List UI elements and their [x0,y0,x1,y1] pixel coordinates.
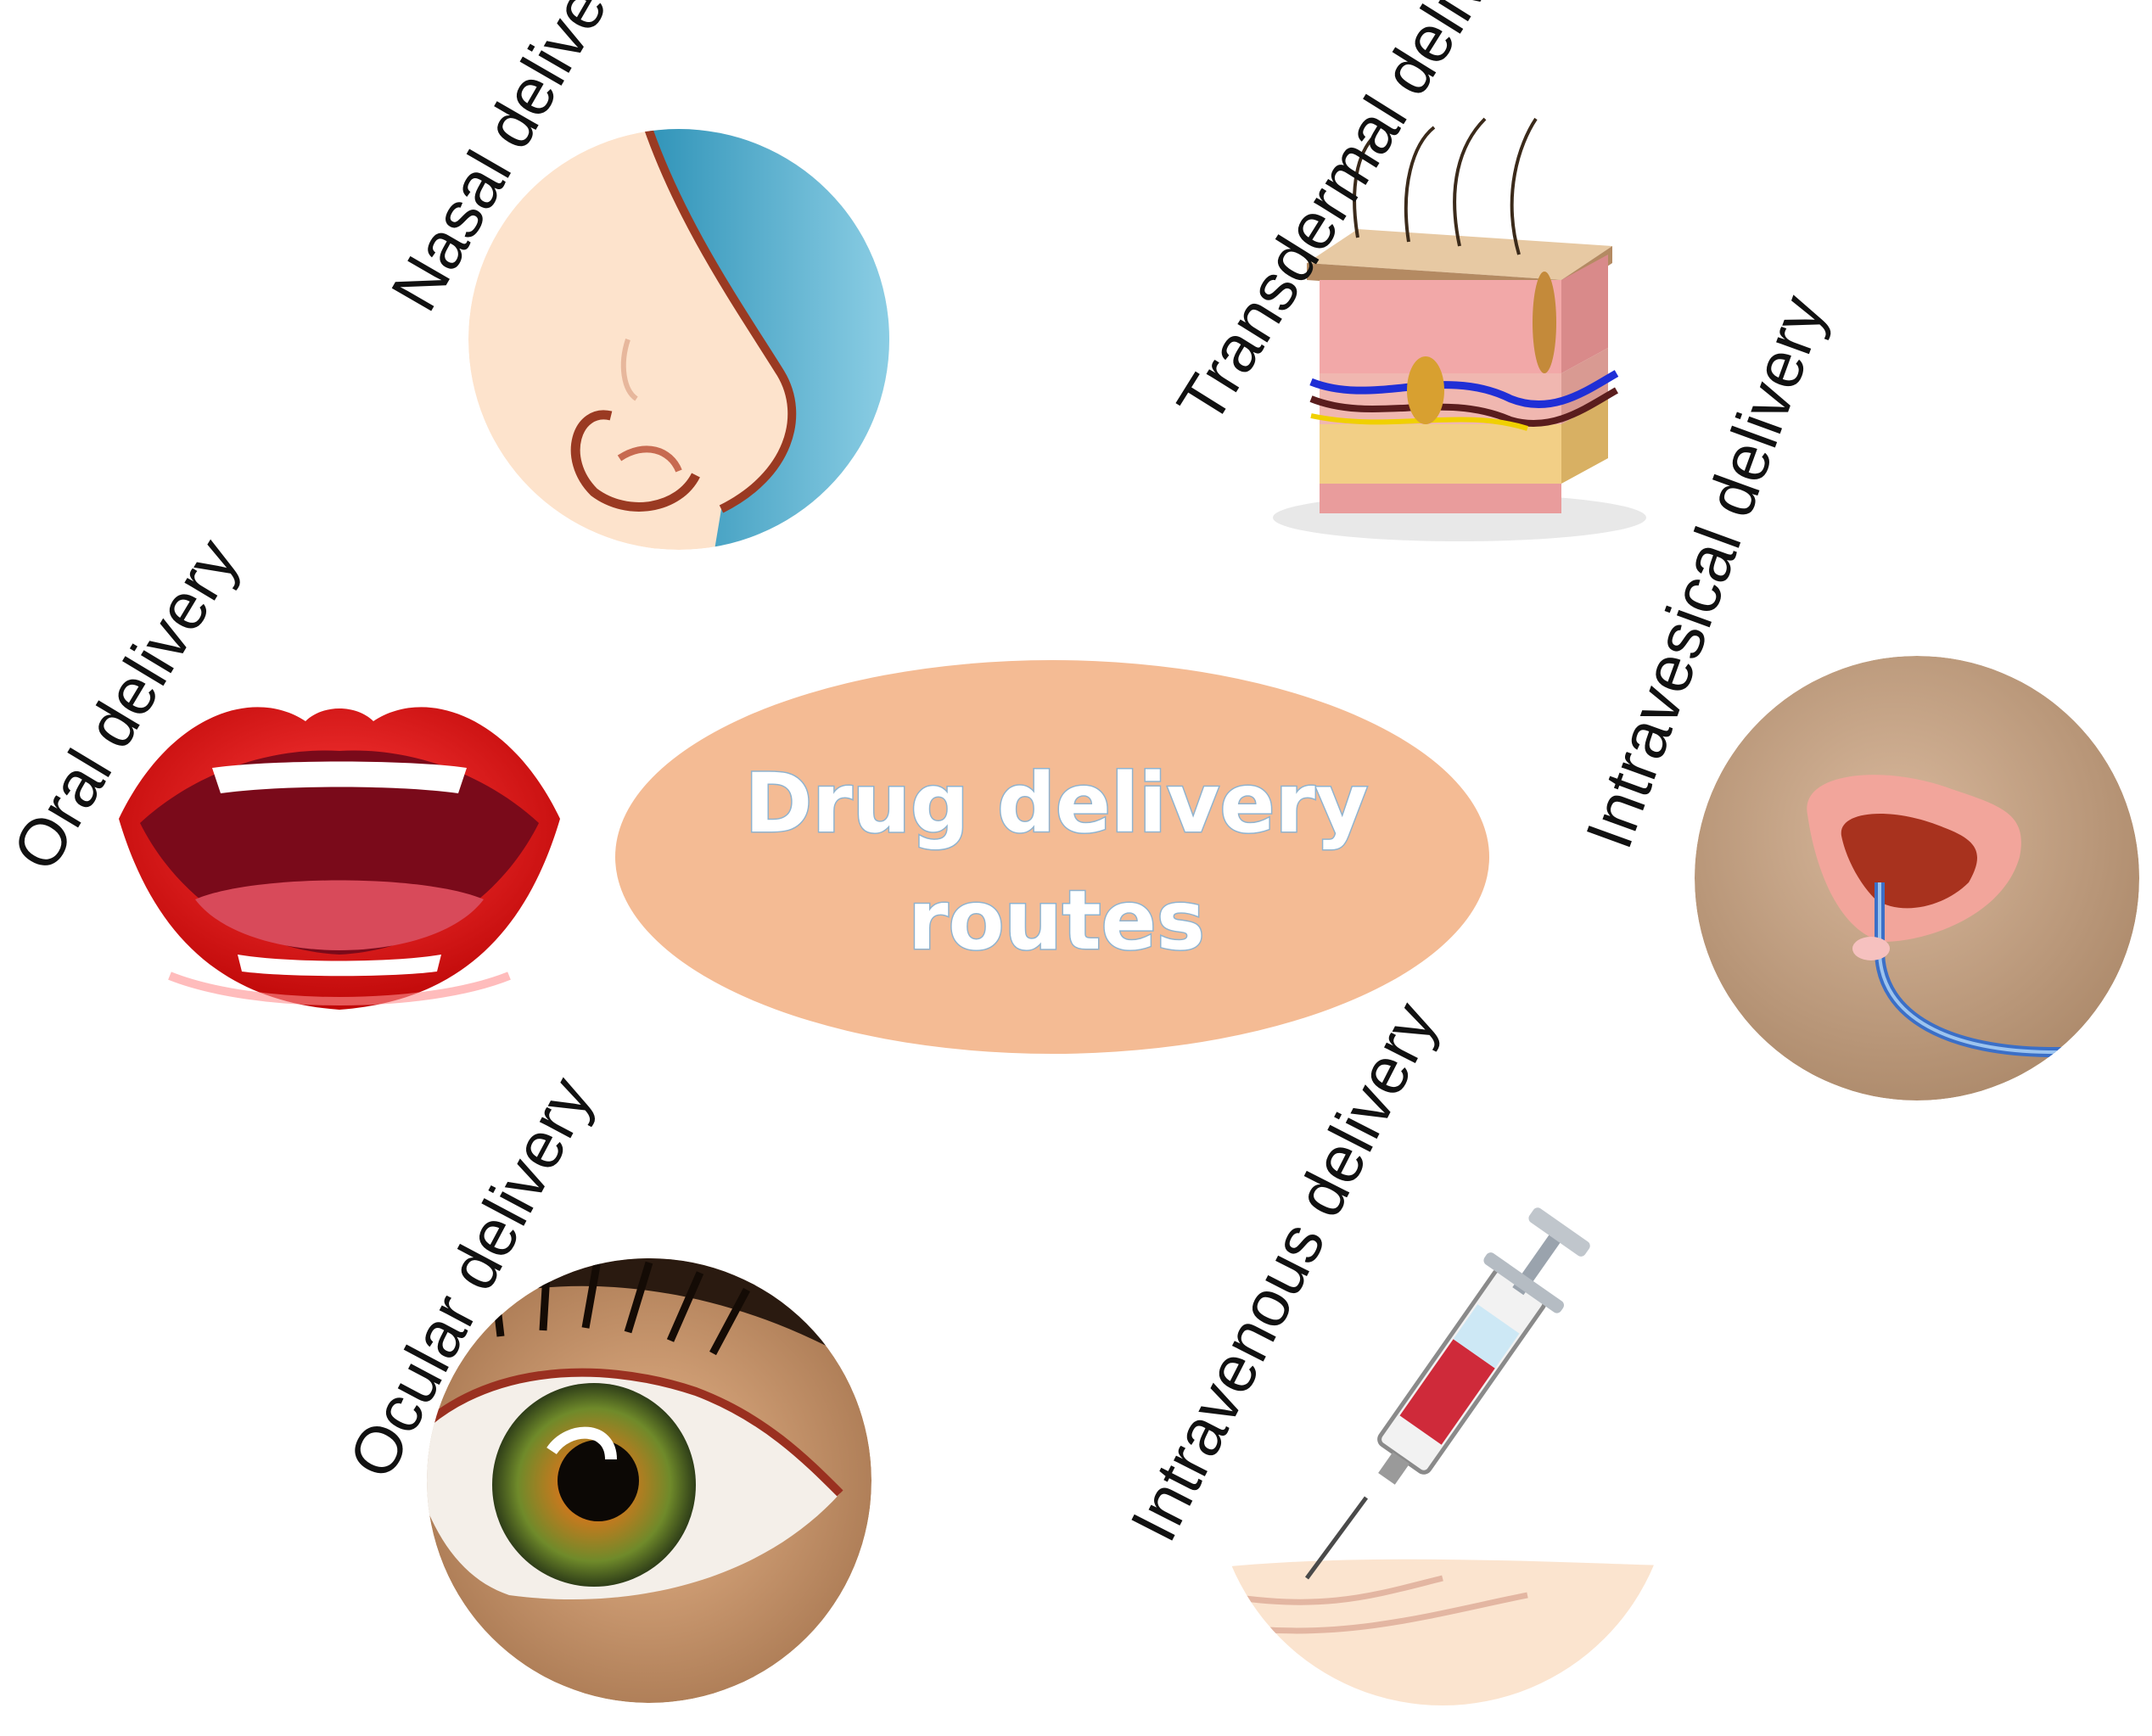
center-ellipse [615,660,1489,1054]
route-nasal: Nasal delivery [377,0,889,550]
route-transdermal: Transdermal delivery [1163,0,1646,541]
center-title-line1: Drug delivery [745,756,1369,851]
route-ocular: Ocular delivery [333,1065,871,1703]
skin-layers-icon [1273,117,1646,541]
mouth-icon [119,707,560,1010]
center-title-line2: routes [908,873,1205,968]
bladder-catheter-icon [1695,656,2139,1100]
nose-icon [468,129,889,550]
eye-icon [427,1258,871,1703]
route-intravesical: Intravesical delivery [1571,286,2139,1100]
center-node: Drug delivery routes [615,660,1489,1054]
route-oral: Oral delivery [0,526,560,1010]
route-intravenous: Intravenous delivery [1116,991,1663,1705]
